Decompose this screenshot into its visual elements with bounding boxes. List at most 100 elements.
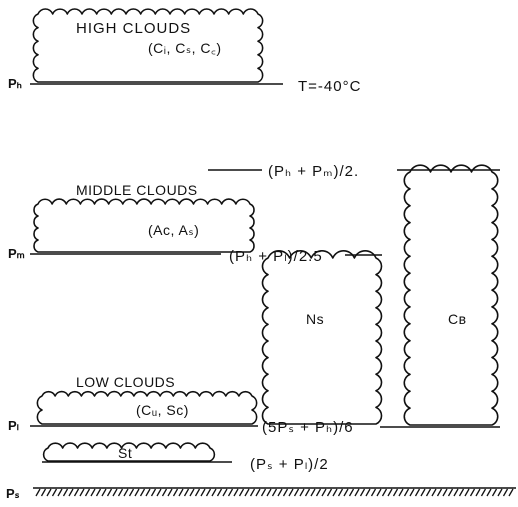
hatch-stroke <box>449 489 453 496</box>
nimbostratus-label: Ns <box>306 311 324 327</box>
hatch-stroke <box>394 489 398 496</box>
hatch-stroke <box>53 489 57 496</box>
hatch-stroke <box>108 489 112 496</box>
hatch-stroke <box>273 489 277 496</box>
hatch-stroke <box>80 489 84 496</box>
hatch-stroke <box>284 489 288 496</box>
hatch-stroke <box>432 489 436 496</box>
hatch-stroke <box>130 489 134 496</box>
hatch-stroke <box>64 489 68 496</box>
low-clouds-group: Pₗ LOW CLOUDS (Cᵤ, Sᴄ) <box>8 374 258 433</box>
hatch-stroke <box>344 489 348 496</box>
hatch-stroke <box>86 489 90 496</box>
hatch-stroke <box>91 489 95 496</box>
hatch-stroke <box>295 489 299 496</box>
hatch-stroke <box>69 489 73 496</box>
hatch-stroke <box>454 489 458 496</box>
hatch-stroke <box>47 489 51 496</box>
middle-level-label: Pₘ <box>8 246 25 261</box>
high-level-label: Pₕ <box>8 76 22 91</box>
hatch-stroke <box>465 489 469 496</box>
hatch-stroke <box>229 489 233 496</box>
hatch-stroke <box>460 489 464 496</box>
hatch-stroke <box>311 489 315 496</box>
hatch-stroke <box>504 489 508 496</box>
hatch-stroke <box>141 489 145 496</box>
hatch-stroke <box>179 489 183 496</box>
hatch-stroke <box>328 489 332 496</box>
hatch-stroke <box>416 489 420 496</box>
hatch-stroke <box>58 489 62 496</box>
hatch-stroke <box>300 489 304 496</box>
hatch-stroke <box>427 489 431 496</box>
hatch-stroke <box>174 489 178 496</box>
surface-group: Pₛ <box>6 486 516 501</box>
hatch-stroke <box>383 489 387 496</box>
nimbostratus-top-formula: (Pₕ + Pₗ)/2.5 <box>229 248 323 265</box>
hatch-stroke <box>157 489 161 496</box>
hatch-stroke <box>113 489 117 496</box>
hatch-stroke <box>399 489 403 496</box>
hatch-stroke <box>251 489 255 496</box>
hatch-stroke <box>97 489 101 496</box>
cumulonimbus-top-formula: (Pₕ + Pₘ)/2. <box>268 163 359 180</box>
hatch-stroke <box>152 489 156 496</box>
hatch-stroke <box>333 489 337 496</box>
nimbostratus-base-formula: (5Pₛ + Pₕ)/6 <box>262 419 354 436</box>
stratus-label: St <box>118 445 132 461</box>
hatch-stroke <box>377 489 381 496</box>
middle-clouds-group: Pₘ MIDDLE CLOUDS (Aᴄ, Aₛ) <box>8 182 254 261</box>
hatch-stroke <box>262 489 266 496</box>
hatch-stroke <box>75 489 79 496</box>
hatch-stroke <box>146 489 150 496</box>
high-clouds-types: (Cᵢ, Cₛ, C꜀) <box>148 40 221 56</box>
hatch-stroke <box>361 489 365 496</box>
hatch-stroke <box>355 489 359 496</box>
hatch-stroke <box>487 489 491 496</box>
hatch-stroke <box>482 489 486 496</box>
hatch-stroke <box>218 489 222 496</box>
hatch-stroke <box>234 489 238 496</box>
middle-clouds-title: MIDDLE CLOUDS <box>76 182 198 198</box>
hatch-stroke <box>124 489 128 496</box>
hatch-stroke <box>476 489 480 496</box>
hatch-stroke <box>190 489 194 496</box>
low-clouds-types: (Cᵤ, Sᴄ) <box>136 402 189 418</box>
hatch-stroke <box>42 489 46 496</box>
low-level-label: Pₗ <box>8 418 19 433</box>
hatch-stroke <box>493 489 497 496</box>
tropopause-temperature: T=-40°C <box>298 78 361 95</box>
stratus-group: St (Pₛ + Pₗ)/2 <box>42 443 329 473</box>
hatch-stroke <box>36 489 40 496</box>
hatch-stroke <box>185 489 189 496</box>
middle-clouds-types: (Aᴄ, Aₛ) <box>148 222 199 238</box>
hatch-stroke <box>223 489 227 496</box>
hatch-stroke <box>306 489 310 496</box>
hatch-stroke <box>388 489 392 496</box>
hatch-stroke <box>256 489 260 496</box>
hatch-stroke <box>119 489 123 496</box>
hatch-stroke <box>168 489 172 496</box>
nimbostratus-cloud-shape <box>262 251 381 424</box>
stratus-level-formula: (Pₛ + Pₗ)/2 <box>250 456 329 473</box>
hatch-stroke <box>410 489 414 496</box>
hatch-stroke <box>201 489 205 496</box>
hatch-stroke <box>443 489 447 496</box>
surface-hatching <box>36 489 513 496</box>
middle-cloud-shape <box>34 199 254 252</box>
low-clouds-title: LOW CLOUDS <box>76 374 175 390</box>
hatch-stroke <box>372 489 376 496</box>
hatch-stroke <box>196 489 200 496</box>
hatch-stroke <box>438 489 442 496</box>
surface-level-label: Pₛ <box>6 486 20 501</box>
hatch-stroke <box>207 489 211 496</box>
high-clouds-group: Pₕ HIGH CLOUDS (Cᵢ, Cₛ, C꜀) T=-40°C <box>8 9 361 95</box>
cumulonimbus-label: Cʙ <box>448 311 467 327</box>
hatch-stroke <box>509 489 513 496</box>
hatch-stroke <box>240 489 244 496</box>
hatch-stroke <box>135 489 139 496</box>
hatch-stroke <box>245 489 249 496</box>
hatch-stroke <box>421 489 425 496</box>
hatch-stroke <box>278 489 282 496</box>
